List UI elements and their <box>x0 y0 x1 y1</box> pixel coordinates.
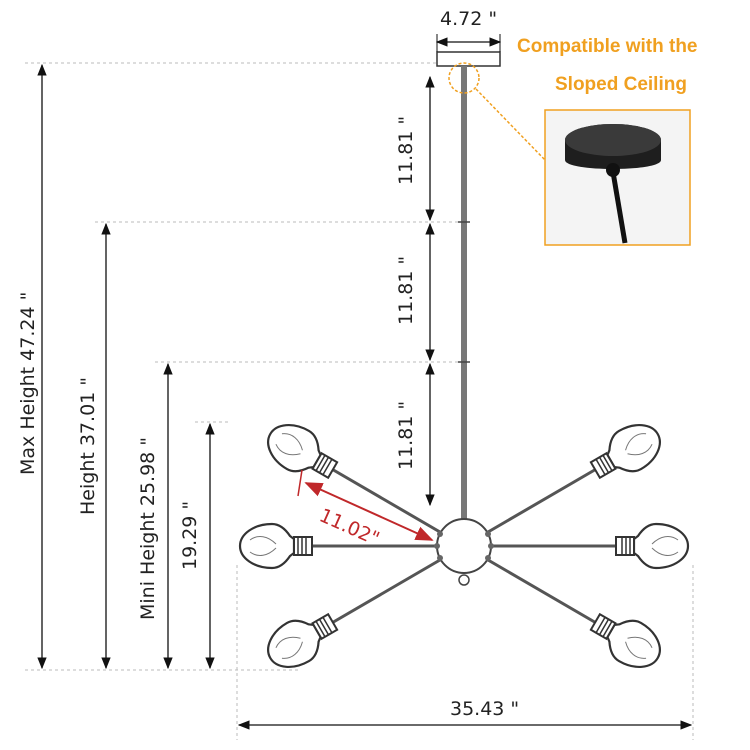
rod-3-label: 11.81 " <box>395 401 417 470</box>
bulb-icon <box>238 522 314 570</box>
arm-length-label: 11.02" <box>316 504 383 550</box>
reference-lines <box>25 62 694 740</box>
body-height-label: 19.29 " <box>179 501 201 570</box>
down-rod <box>458 66 470 520</box>
callout-line-1: Compatible with the <box>517 36 698 57</box>
canopy <box>436 51 501 67</box>
arm-length-dimension: 11.02" <box>297 469 434 550</box>
rod-1-label: 11.81 " <box>395 116 417 185</box>
bulb-icon <box>258 601 345 679</box>
center-hub <box>434 518 494 586</box>
height-dimensions <box>37 63 215 670</box>
bulb-icon <box>583 413 670 491</box>
bulb-icon <box>614 522 690 570</box>
canopy-width-dimension: 4.72 " <box>435 8 502 52</box>
sloped-joint-highlight <box>448 62 480 94</box>
callout-leader <box>475 88 546 161</box>
total-width-dimension: 35.43 " <box>237 698 693 730</box>
callout-line-2: Sloped Ceiling <box>555 74 687 95</box>
height-label: Height 37.01 " <box>77 377 99 515</box>
bulb-icon <box>583 601 670 679</box>
max-height-label: Max Height 47.24 " <box>17 292 39 475</box>
rod-2-label: 11.81 " <box>395 256 417 325</box>
canopy-width-label: 4.72 " <box>440 8 497 30</box>
sloped-ceiling-inset <box>544 109 691 246</box>
total-width-label: 35.43 " <box>450 698 519 720</box>
mini-height-label: Mini Height 25.98 " <box>137 437 159 620</box>
